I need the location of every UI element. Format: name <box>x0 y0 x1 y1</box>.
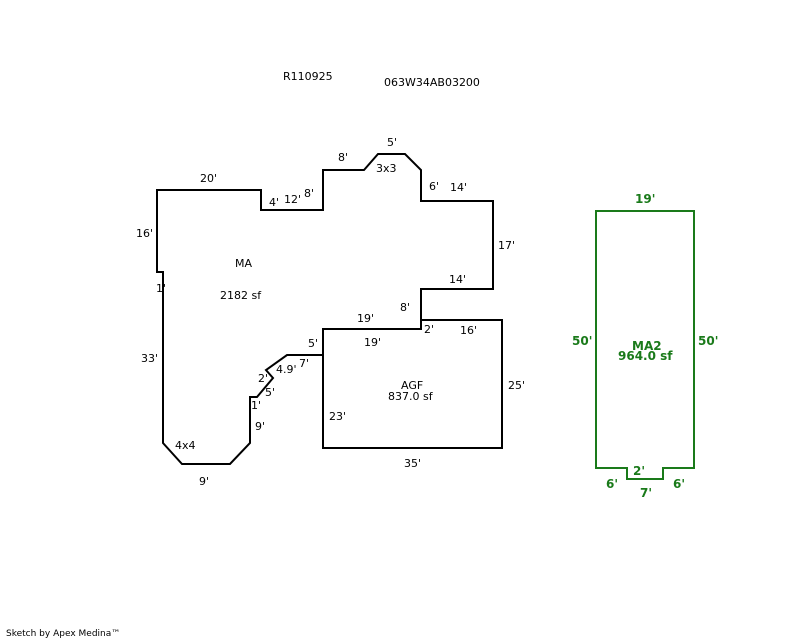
ma-dim-label: 6' <box>429 180 439 193</box>
ma-dim-label: 33' <box>141 352 158 365</box>
ma2-dim-label: 7' <box>640 486 652 500</box>
ma-dim-label: 14' <box>449 273 466 286</box>
agf-dim-label: 25' <box>508 379 525 392</box>
ma-dim-label: 2' <box>258 372 268 385</box>
ma-outline <box>156 153 494 465</box>
ma-area-label: 2182 sf <box>220 289 262 302</box>
ma2-dim-label: 6' <box>606 477 618 491</box>
ma2-outline <box>595 210 695 480</box>
ma-dim-label: 3x3 <box>376 162 397 175</box>
agf-code-label: AGF <box>401 379 423 392</box>
ma-dim-label: 12' <box>284 193 301 206</box>
agf-dim-label: 35' <box>404 457 421 470</box>
agf-dim-label: 2' <box>424 323 434 336</box>
ma2-area-label: 964.0 sf <box>618 349 673 363</box>
ma2-dim-label: 2' <box>633 464 645 478</box>
ma-code-label: MA <box>235 257 252 270</box>
footer-credit: Sketch by Apex Medina™ <box>6 629 120 639</box>
ma-dim-label: 14' <box>450 181 467 194</box>
ma-dim-label: 4x4 <box>175 439 196 452</box>
ma2-code-label: MA2 <box>632 339 662 353</box>
parcel-id: 063W34AB03200 <box>384 76 480 89</box>
ma2-dim-label: 50' <box>572 334 592 348</box>
agf-outline <box>322 319 503 449</box>
agf-dim-label: 19' <box>364 336 381 349</box>
account-id: R110925 <box>283 70 333 83</box>
ma-dim-label: 9' <box>255 420 265 433</box>
agf-dim-label: 23' <box>329 410 346 423</box>
ma-dim-label: 17' <box>498 239 515 252</box>
ma-dim-label: 19' <box>357 312 374 325</box>
ma-dim-label: 5' <box>308 337 318 350</box>
ma-dim-label: 8' <box>304 187 314 200</box>
ma-dim-label: 16' <box>136 227 153 240</box>
ma2-dim-label: 6' <box>673 477 685 491</box>
ma-dim-label: 4.9' <box>276 363 297 376</box>
ma-dim-label: 5' <box>387 136 397 149</box>
ma-dim-label: 9' <box>199 475 209 488</box>
ma-dim-label: 1' <box>251 399 261 412</box>
ma-dim-label: 8' <box>400 301 410 314</box>
ma-dim-label: 1' <box>156 282 166 295</box>
agf-dim-label: 16' <box>460 324 477 337</box>
ma-dim-label: 20' <box>200 172 217 185</box>
ma-dim-label: 8' <box>338 151 348 164</box>
ma2-dim-label: 19' <box>635 192 655 206</box>
ma-dim-label: 7' <box>299 357 309 370</box>
ma2-dim-label: 50' <box>698 334 718 348</box>
ma-dim-label: 4' <box>269 196 279 209</box>
agf-area-label: 837.0 sf <box>388 390 434 403</box>
ma-dim-label: 5' <box>265 386 275 399</box>
